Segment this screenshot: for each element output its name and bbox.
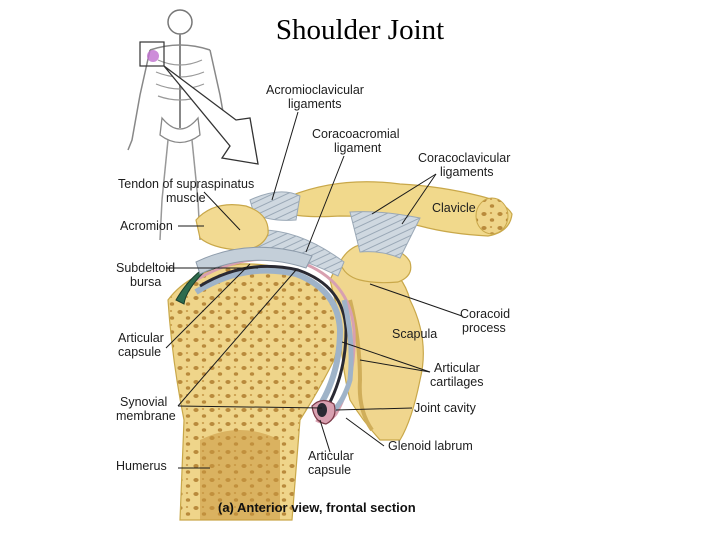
humeral-articular-cartilage — [194, 267, 344, 404]
label-humerus: Humerus — [116, 459, 167, 473]
label-coracoclavicular-ligaments: Coracoclavicular — [418, 151, 510, 165]
label-acromioclavicular-ligaments: Acromioclavicular — [266, 83, 364, 97]
supraspinatus-tendon — [195, 246, 313, 275]
label-acromion: Acromion — [120, 219, 173, 233]
acromion — [195, 204, 269, 251]
inset-highlight-box — [139, 41, 165, 67]
label-subdeltoid-bursa: Subdeltoid — [116, 261, 175, 275]
label-coracoacromial-ligament-line2: ligament — [334, 141, 382, 155]
clavicle — [289, 181, 513, 237]
figure-caption: (a) Anterior view, frontal section — [218, 500, 416, 515]
label-articular-capsule-bottom-line2: capsule — [308, 463, 351, 477]
label-coracoacromial-ligament: Coracoacromial — [312, 127, 400, 141]
label-articular-cartilages-line2: cartilages — [430, 375, 484, 389]
label-scapula: Scapula — [392, 327, 437, 341]
label-acromioclavicular-ligaments-line2: ligaments — [288, 97, 342, 111]
label-supraspinatus-tendon: Tendon of supraspinatus — [118, 177, 254, 191]
label-coracoclavicular-ligaments-line2: ligaments — [440, 165, 494, 179]
skeleton-inset — [127, 9, 259, 241]
label-synovial-membrane: Synovial — [120, 395, 167, 409]
shoulder-anatomy — [167, 181, 513, 521]
label-supraspinatus-tendon-line2: muscle — [166, 191, 206, 205]
label-glenoid-labrum: Glenoid labrum — [388, 439, 473, 453]
label-articular-capsule-line2: capsule — [118, 345, 161, 359]
label-coracoid-process-line2: process — [462, 321, 506, 335]
coracoclavicular-ligaments — [349, 211, 421, 259]
joint-cavity — [199, 264, 348, 407]
label-synovial-membrane-line2: membrane — [116, 409, 176, 423]
label-clavicle: Clavicle — [432, 201, 476, 215]
zoom-arrow — [163, 65, 259, 165]
label-articular-capsule-bottom: Articular — [308, 449, 354, 463]
label-subdeltoid-bursa-line2: bursa — [130, 275, 161, 289]
leader-lines — [165, 111, 463, 469]
label-coracoid-process: Coracoid — [460, 307, 510, 321]
labels: Acromioclavicular ligaments Coracoacromi… — [116, 83, 510, 515]
slide-title: Shoulder Joint — [275, 14, 445, 46]
label-articular-cartilages: Articular — [434, 361, 480, 375]
label-joint-cavity: Joint cavity — [414, 401, 477, 415]
label-articular-capsule: Articular — [118, 331, 164, 345]
